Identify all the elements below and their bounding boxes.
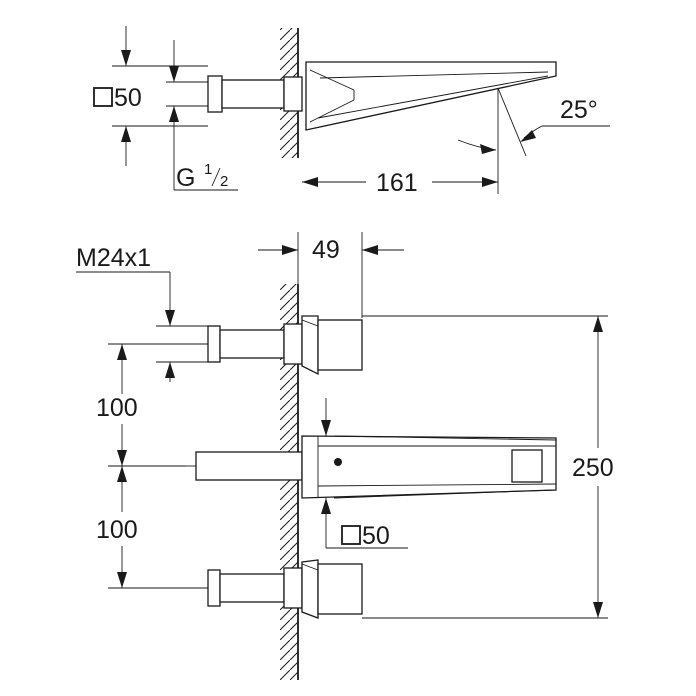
pipe-thread-denominator: 2 (220, 173, 228, 190)
pipe-nut-top (207, 75, 223, 113)
top-view: 50 G 1 2 161 (93, 26, 610, 197)
square-symbol-bottom (341, 525, 361, 545)
top-square-dimension: 50 (93, 26, 208, 166)
front-view: 49 M24x1 (76, 232, 614, 680)
spacing-upper-label: 100 (96, 394, 138, 422)
body-depth-label: 49 (312, 236, 340, 264)
logo-mark (334, 458, 342, 466)
spout-top-view (305, 61, 557, 131)
upper-valve (207, 315, 363, 376)
pipe-thread-numerator: 1 (204, 161, 212, 178)
spout-outlet (511, 449, 543, 483)
pipe-flange-top (283, 76, 303, 112)
bottom-square-size-label: 50 (362, 522, 390, 550)
overall-height-label: 250 (572, 454, 614, 482)
lower-valve (207, 559, 363, 619)
spout-angle-dimension: 25° (457, 87, 610, 157)
pipe-body-top (221, 79, 285, 109)
spout-length-dimension: 161 (302, 88, 499, 197)
thread-label: M24x1 (76, 244, 151, 272)
top-square-size-label: 50 (114, 84, 142, 112)
pipe-thread-dimension: G 1 2 (166, 40, 238, 192)
spout-front-view (186, 435, 557, 499)
body-depth-dimension: 49 (258, 232, 404, 318)
pipe-thread-label: G (176, 164, 195, 192)
square-symbol-top (93, 87, 113, 107)
spout-length-label: 161 (376, 169, 418, 197)
spacing-lower-label: 100 (96, 516, 138, 544)
spacing-dimensions: 100 100 (96, 343, 208, 589)
spout-angle-label: 25° (560, 96, 598, 124)
spout-square-dimension: 50 (321, 398, 408, 550)
overall-height-dimension: 250 (362, 315, 614, 619)
thread-dimension: M24x1 (76, 244, 208, 382)
